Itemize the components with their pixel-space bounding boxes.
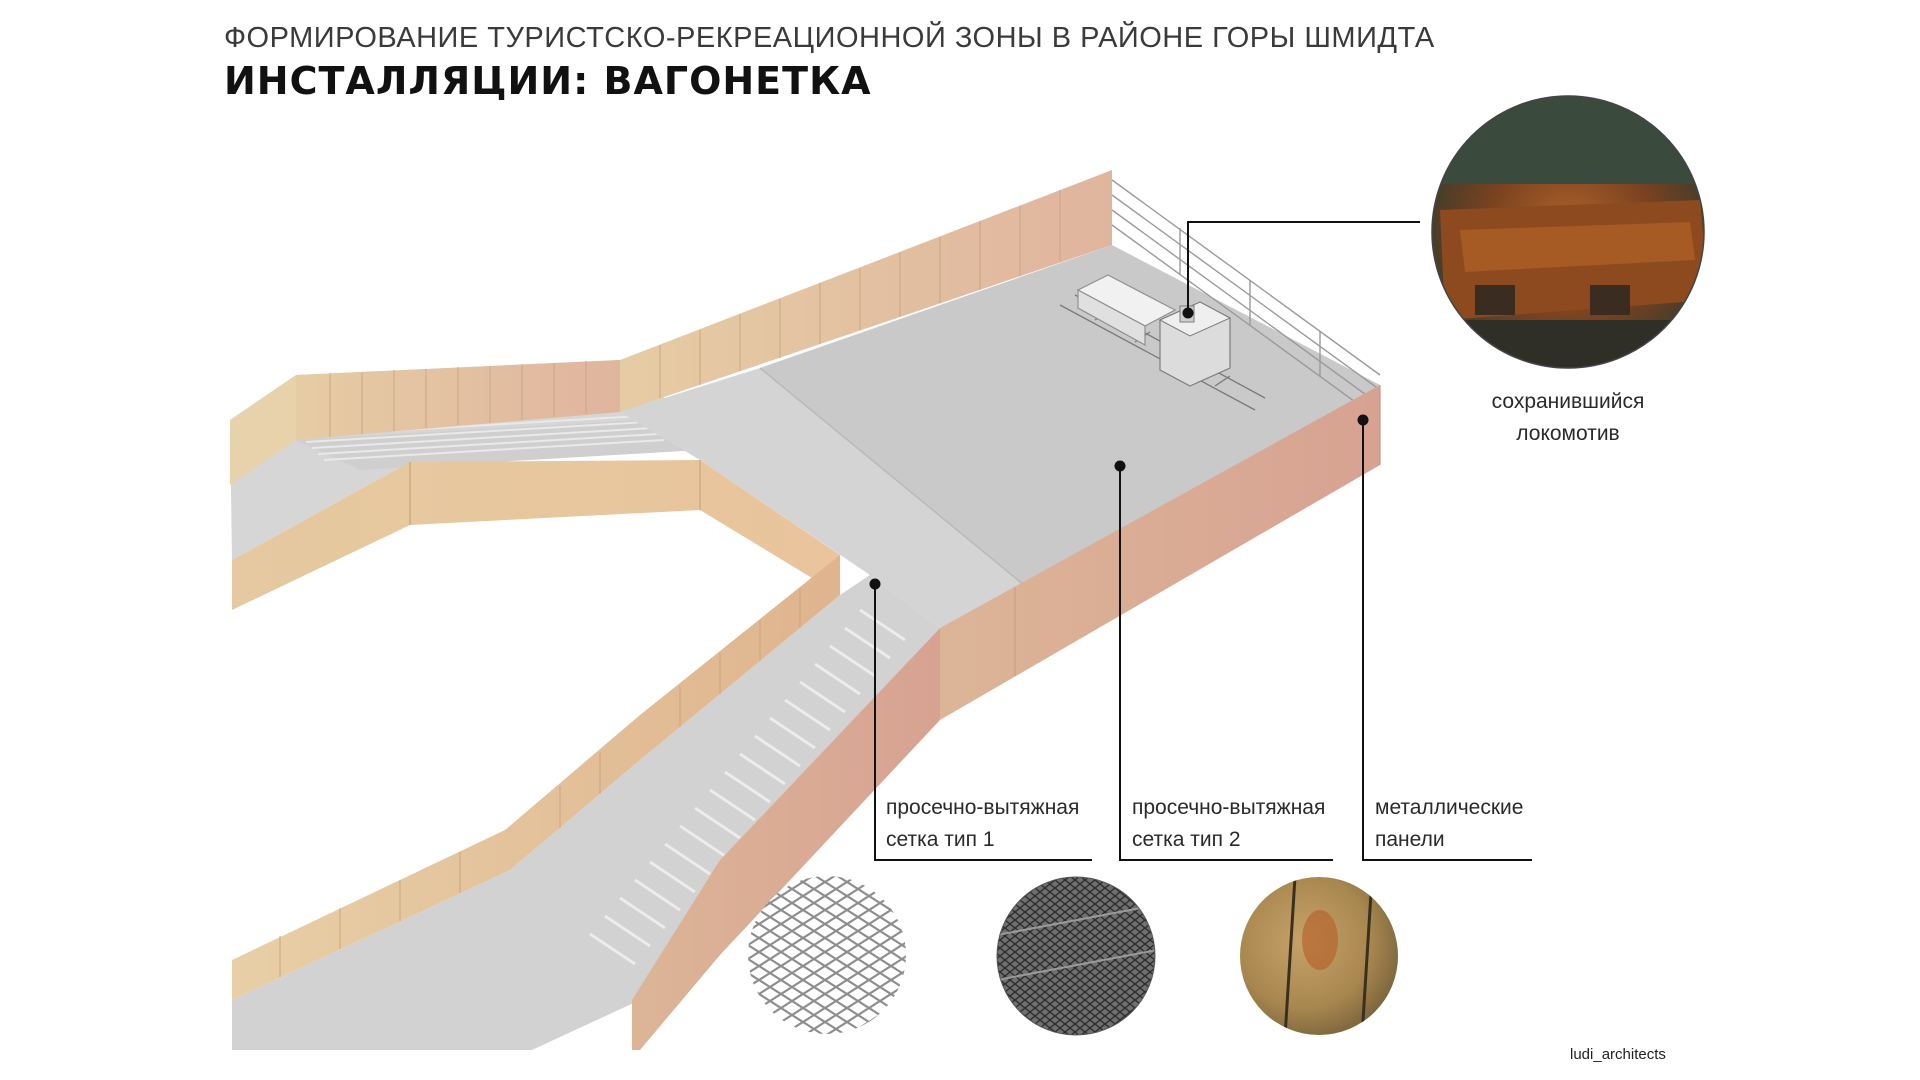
platform-railing: [1111, 179, 1381, 421]
platform-front-wall: [940, 385, 1380, 720]
metal-panels-swatch: [1240, 877, 1398, 1035]
inner-wall: [232, 460, 840, 610]
leader-lines: [874, 221, 1532, 861]
lower-right-wall: [632, 628, 940, 1050]
header: ФОРМИРОВАНИЕ ТУРИСТСКО-РЕКРЕАЦИОННОЙ ЗОН…: [224, 22, 1435, 103]
mesh-type1-label-line2: сетка тип 1: [886, 828, 995, 851]
platform-floor-type1: [620, 368, 1030, 628]
mesh-type1-label: просечно-вытяжная сетка тип 1: [886, 792, 1079, 856]
mesh-type2-label: просечно-вытяжная сетка тип 2: [1132, 792, 1325, 856]
metal-panels-label-line2: панели: [1375, 828, 1445, 851]
locomotive-label-line1: сохранившийся: [1491, 390, 1645, 413]
lower-stair-floor: [232, 575, 940, 1050]
locomotive-label-line2: локомотив: [1516, 422, 1620, 445]
locomotive-model: [1059, 274, 1266, 411]
upper-back-wall: [230, 170, 1112, 485]
author-credit: ludi_architects: [1570, 1046, 1666, 1063]
upper-stairs: [296, 415, 700, 470]
leader-dots: [869, 307, 1369, 590]
mesh-type1-label-line1: просечно-вытяжная: [886, 796, 1080, 819]
mesh-type2-label-line1: просечно-вытяжная: [1132, 796, 1326, 819]
locomotive-photo: [1432, 96, 1704, 368]
page-title: ИНСТАЛЛЯЦИИ: ВАГОНЕТКА: [224, 59, 872, 103]
lower-left-wall: [232, 555, 840, 1000]
mesh-type2-label-line2: сетка тип 2: [1132, 828, 1241, 851]
metal-panels-label-line1: металлические: [1375, 796, 1524, 819]
metal-panels-label: металлические панели: [1375, 792, 1523, 856]
mesh-type1-swatch: [748, 876, 906, 1034]
locomotive-label: сохранившийся локомотив: [1468, 386, 1668, 450]
page-subtitle: ФОРМИРОВАНИЕ ТУРИСТСКО-РЕКРЕАЦИОННОЙ ЗОН…: [224, 22, 1435, 54]
lower-stairs: [589, 608, 906, 966]
mesh-type2-swatch: [996, 876, 1156, 1036]
